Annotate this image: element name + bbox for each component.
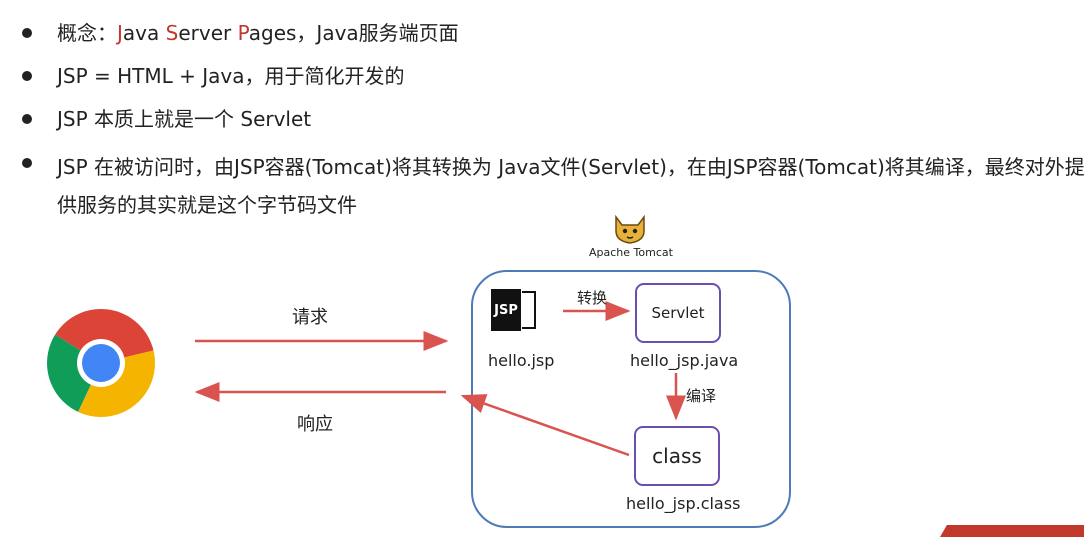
jsp-file-name: hello.jsp xyxy=(488,351,555,370)
bullet-text: JSP 本质上就是一个 Servlet xyxy=(57,107,312,131)
bullet-dot-icon xyxy=(22,158,32,168)
servlet-box-label: Servlet xyxy=(651,304,705,322)
compile-label: 编译 xyxy=(686,387,717,405)
convert-label: 转换 xyxy=(577,289,608,307)
corner-decoration xyxy=(940,525,1084,537)
class-return-arrow xyxy=(460,394,630,457)
response-label: 响应 xyxy=(297,414,333,435)
chrome-icon xyxy=(47,309,155,417)
tomcat-label: Apache Tomcat xyxy=(589,246,673,259)
jsp-icon-text: JSP xyxy=(491,289,521,331)
bullet-text: JSP = HTML + Java，用于简化开发的 xyxy=(57,64,405,88)
bullet-text: 概念：Java Server Pages，Java服务端页面 xyxy=(57,21,459,45)
class-box-label: class xyxy=(652,444,702,468)
servlet-box: Servlet xyxy=(635,283,721,343)
bullet-text: JSP 在被访问时，由JSP容器(Tomcat)将其转换为 Java文件(Ser… xyxy=(57,155,1084,217)
bullet-dot-icon xyxy=(22,28,32,38)
class-file-name: hello_jsp.class xyxy=(626,494,741,513)
jsp-file-icon: JSP xyxy=(491,289,538,331)
class-box: class xyxy=(634,426,720,486)
bullet-dot-icon xyxy=(22,71,32,81)
request-label: 请求 xyxy=(292,307,328,328)
bullet-dot-icon xyxy=(22,114,32,124)
tomcat-icon xyxy=(615,214,645,244)
servlet-file-name: hello_jsp.java xyxy=(630,351,739,370)
